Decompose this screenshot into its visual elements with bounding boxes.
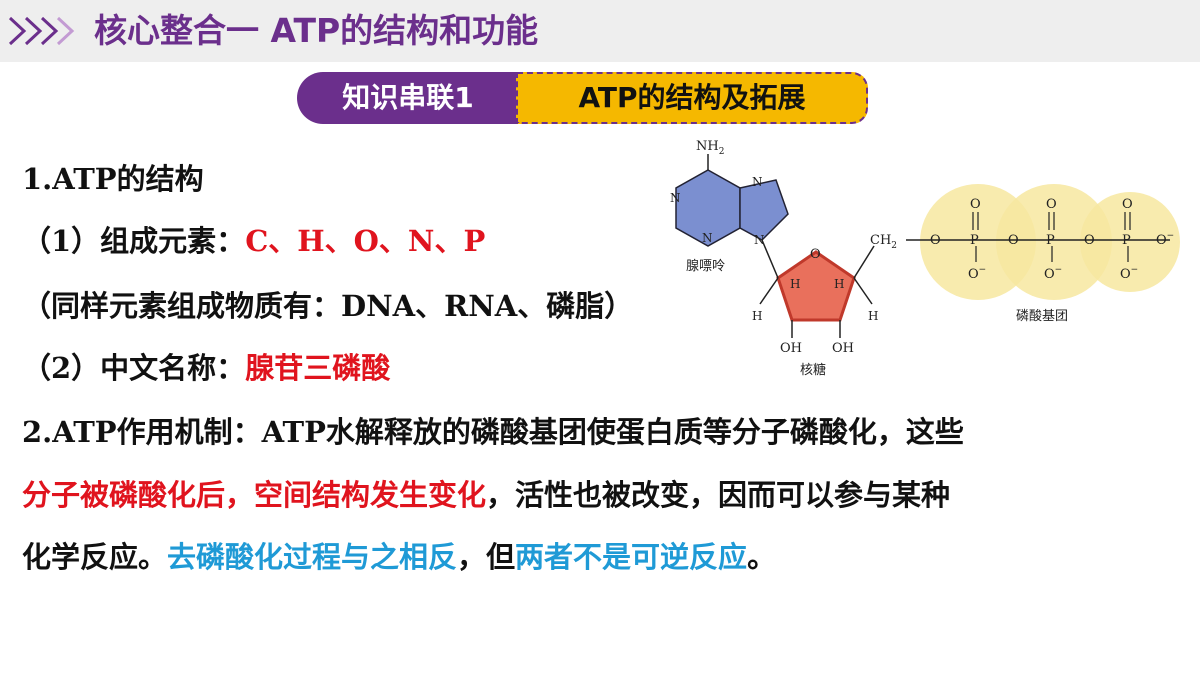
banner-label-right: ATP的结构及拓展: [516, 72, 868, 124]
terminal-o: O−: [1156, 231, 1174, 248]
header-bar: 核心整合一 ATP的结构和功能: [0, 0, 1200, 62]
section-2-line-3: 化学反应。去磷酸化过程与之相反，但两者不是可逆反应。: [22, 534, 776, 576]
n-label-4: N: [754, 233, 765, 247]
section-2-line-2: 分子被磷酸化后，空间结构发生变化，活性也被改变，因而可以参与某种: [22, 472, 950, 514]
h-label-2: H: [834, 277, 844, 291]
section-2-blue-text-2: 两者不是可逆反应: [515, 540, 748, 574]
section-1-heading: 1.ATP的结构: [22, 156, 204, 198]
chevrons-icon: [8, 16, 75, 46]
p-label-3: P: [1122, 233, 1131, 248]
phosphate-label: 磷酸基团: [1016, 309, 1068, 324]
item-1-label: （1）组成元素：: [22, 224, 246, 258]
atp-structure-diagram: NH2 N N N N 腺嘌呤 O H H H H OH OH 核糖 CH2 O…: [670, 139, 1180, 378]
section-2-line-1-text: 2.ATP作用机制：ATP水解释放的磷酸基团使蛋白质等分子磷酸化，这些: [22, 415, 964, 449]
section-2-line-3-mid: ，但: [457, 540, 516, 574]
phosphate-ball-3: [1080, 192, 1180, 292]
h-label-4: H: [868, 309, 878, 323]
oh-label-1: OH: [780, 341, 802, 356]
section-1-item-2: （2）中文名称：腺苷三磷酸: [22, 345, 390, 387]
item-2-value: 腺苷三磷酸: [245, 351, 391, 385]
h-label-3: H: [752, 309, 762, 323]
ch2-label: CH2: [870, 233, 897, 251]
p-label-1: P: [970, 233, 979, 248]
h-bond-left: [759, 277, 779, 305]
item-1-value: C、H、O、N、P: [245, 224, 486, 258]
section-2-red-text: 分子被磷酸化后，空间结构发生变化: [22, 478, 487, 512]
o-minus-2: O−: [1044, 265, 1062, 282]
section-1-heading-text: 1.ATP的结构: [22, 162, 204, 196]
n-label-3: N: [752, 175, 763, 189]
section-2-line-3-end: 。: [747, 540, 777, 574]
h-bond-right: [853, 277, 873, 305]
bridge-o-3: O: [1084, 233, 1095, 248]
section-2-blue-text-1: 去磷酸化过程与之相反: [167, 540, 458, 574]
double-o-1: O: [970, 197, 981, 212]
double-o-2: O: [1046, 197, 1057, 212]
o-minus-1: O−: [968, 265, 986, 282]
phosphate-balls: [920, 184, 1180, 300]
ch2-bond: [853, 245, 875, 279]
adenine-pentagon: [739, 179, 789, 241]
section-1-item-1: （1）组成元素：C、H、O、N、P: [22, 218, 485, 260]
p-label-2: P: [1046, 233, 1055, 248]
section-1-note: （同样元素组成物质有：DNA、RNA、磷脂）: [22, 283, 633, 325]
h-label-1: H: [790, 277, 800, 291]
glycosidic-bond: [761, 239, 779, 279]
ribose-ring: [776, 250, 856, 322]
section-2-line-1: 2.ATP作用机制：ATP水解释放的磷酸基团使蛋白质等分子磷酸化，这些: [22, 409, 964, 451]
o-minus-3: O−: [1120, 265, 1138, 282]
banner-label-left: 知识串联1: [297, 72, 519, 124]
note-text: （同样元素组成物质有：DNA、RNA、磷脂）: [22, 289, 634, 323]
ribose-label: 核糖: [800, 362, 826, 378]
item-2-label: （2）中文名称：: [22, 351, 246, 385]
double-bonds: [972, 212, 1131, 262]
bridge-o-1: O: [930, 233, 941, 248]
page-title: 核心整合一 ATP的结构和功能: [94, 11, 539, 50]
n-label-2: N: [702, 231, 713, 245]
phosphate-ball-2: [996, 184, 1112, 300]
section-2-line-2-rest: ，活性也被改变，因而可以参与某种: [486, 478, 951, 512]
nh2-label: NH2: [696, 139, 724, 157]
n-label-1: N: [670, 191, 681, 205]
oh-label-2: OH: [832, 341, 854, 356]
double-o-3: O: [1122, 197, 1133, 212]
section-2-line-3-start: 化学反应。: [22, 540, 168, 574]
ribose-o-label: O: [810, 247, 821, 262]
adenine-label: 腺嘌呤: [686, 258, 725, 274]
bridge-o-2: O: [1008, 233, 1019, 248]
